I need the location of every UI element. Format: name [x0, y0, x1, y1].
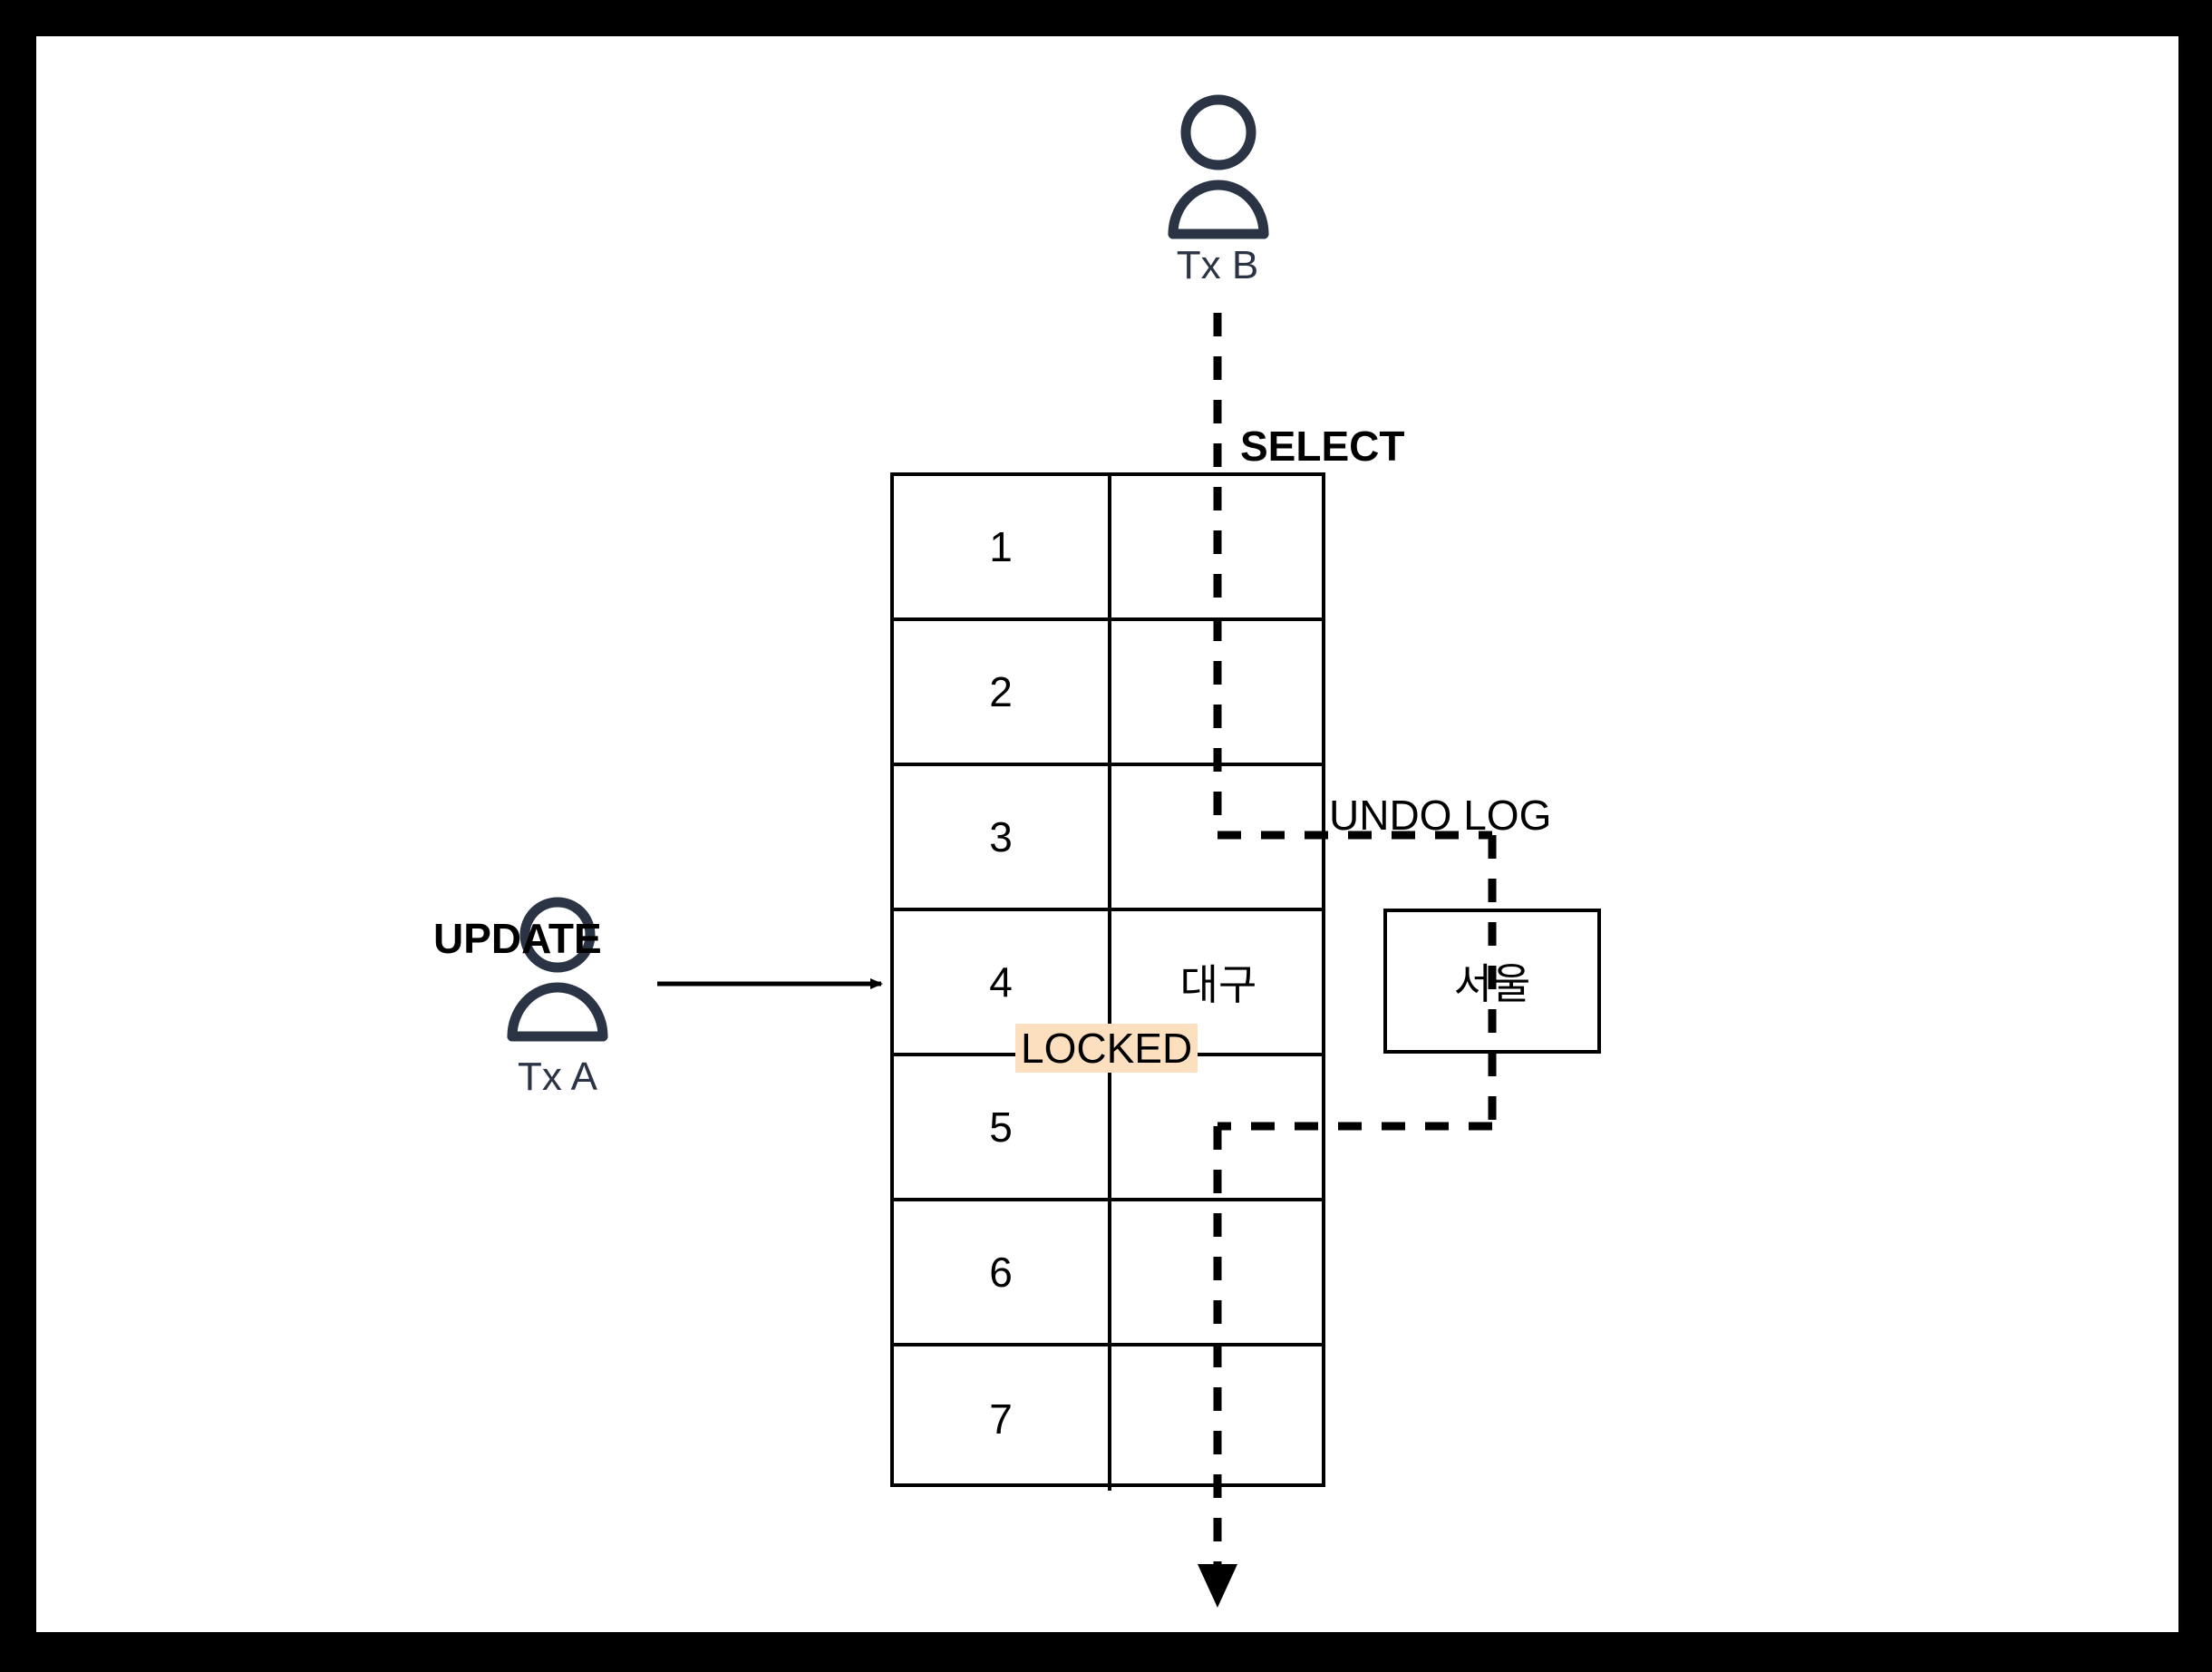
- undo-log-entry-box: 서울: [1383, 909, 1601, 1054]
- row-value-cell: [1111, 476, 1325, 617]
- table-row[interactable]: 7: [894, 1346, 1322, 1491]
- undo-log-label: UNDO LOG: [1329, 792, 1552, 839]
- person-icon: [507, 897, 608, 1042]
- select-arrowhead: [1198, 1564, 1237, 1608]
- undo-log-entry-value: 서울: [1453, 960, 1531, 1007]
- row-id-cell: 3: [894, 766, 1111, 908]
- tx-a-person-icon: [507, 895, 608, 1042]
- table-row[interactable]: 2: [894, 621, 1322, 766]
- row-value-cell: [1111, 621, 1325, 763]
- row-value-cell: [1111, 766, 1325, 908]
- select-label: SELECT: [1240, 423, 1405, 470]
- row-id-cell: 4: [894, 911, 1111, 1053]
- person-icon: [1168, 94, 1269, 239]
- row-id-cell: 1: [894, 476, 1111, 617]
- tx-a-label: Tx A: [517, 1055, 598, 1099]
- row-id-cell: 5: [894, 1056, 1111, 1198]
- table-row[interactable]: 1: [894, 476, 1322, 621]
- locked-status-badge: LOCKED: [1015, 1024, 1198, 1074]
- row-value-cell: 대구: [1179, 961, 1257, 1008]
- table-row[interactable]: 5: [894, 1056, 1322, 1201]
- row-value-cell: [1111, 1346, 1325, 1491]
- row-value-cell: [1111, 1201, 1325, 1343]
- tx-b-person-icon: [1168, 92, 1269, 239]
- tx-b-label: Tx B: [1176, 243, 1259, 287]
- row-id-cell: 7: [894, 1346, 1111, 1491]
- row-value-cell: [1111, 1056, 1325, 1198]
- row-id-cell: 2: [894, 621, 1111, 763]
- diagram-canvas: Tx B SELECT Tx A UPDATE 1 2: [36, 36, 2178, 1632]
- row-id-cell: 6: [894, 1201, 1111, 1343]
- table-row[interactable]: 6: [894, 1201, 1322, 1346]
- data-table: 1 2 3 4 대구 5 6: [890, 472, 1325, 1491]
- table-row[interactable]: 3: [894, 766, 1322, 911]
- update-label: UPDATE: [433, 915, 602, 962]
